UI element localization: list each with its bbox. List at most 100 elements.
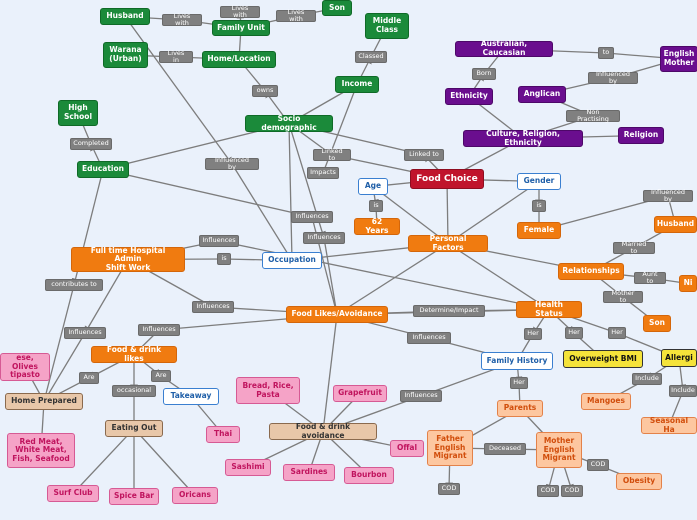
node-ethnicity[interactable]: Ethnicity — [445, 88, 493, 105]
node-red-meat[interactable]: Red Meat, White Meat, Fish, Seafood — [7, 433, 75, 468]
node-bread[interactable]: Bread, Rice, Pasta — [236, 377, 300, 404]
link-label-influences-2: Influences — [303, 232, 345, 244]
link-label-classed: Classed — [355, 51, 387, 63]
node-bourbon[interactable]: Bourbon — [344, 467, 394, 484]
node-obesity[interactable]: Obesity — [616, 473, 662, 490]
link-label-contributes-to: contributes to — [45, 279, 103, 291]
node-eating-out[interactable]: Eating Out — [105, 420, 163, 437]
node-health-status[interactable]: Health Status — [516, 300, 582, 318]
node-education[interactable]: Education — [77, 161, 129, 178]
node-father[interactable]: Father English Migrant — [427, 430, 473, 466]
connector-personal-factors-to-food-likes — [335, 242, 449, 316]
node-allergies[interactable]: Allergi — [661, 349, 697, 367]
node-thai[interactable]: Thai — [206, 426, 240, 443]
node-son-top[interactable]: Son — [322, 0, 352, 16]
node-high-school[interactable]: High School — [58, 100, 98, 126]
node-food-drink-likes[interactable]: Food & drink likes — [91, 345, 177, 363]
node-home-prepared[interactable]: Home Prepared — [5, 393, 83, 410]
link-label-include-2: Include — [669, 385, 697, 397]
node-sashimi[interactable]: Sashimi — [225, 459, 271, 476]
node-years-62[interactable]: 62 Years — [354, 217, 400, 235]
node-occupation[interactable]: Occupation — [262, 252, 322, 269]
node-gender[interactable]: Gender — [517, 173, 561, 190]
node-husband-tl[interactable]: Husband — [100, 8, 150, 25]
link-label-influences-8: Influences — [400, 390, 442, 402]
node-seasonal[interactable]: Seasonal Ha — [641, 416, 697, 434]
link-label-cod-1: COD — [587, 459, 609, 471]
link-label-lives-with-2: Lives with — [220, 4, 260, 19]
link-label-linked-to-1: Linked to — [313, 147, 351, 162]
node-oricans[interactable]: Oricans — [172, 487, 218, 504]
node-income[interactable]: Income — [335, 76, 379, 93]
node-overweight[interactable]: Overweight BMI — [563, 350, 643, 368]
node-english-mother[interactable]: English Mother — [660, 46, 697, 72]
node-middle-class[interactable]: Middle Class — [365, 13, 409, 39]
connector-personal-factors-to-age — [371, 185, 449, 245]
link-label-completed: Completed — [70, 138, 112, 150]
connector-eating-out-to-surf-club — [72, 428, 135, 495]
link-label-is-1: is — [369, 200, 383, 212]
node-parents[interactable]: Parents — [497, 400, 543, 417]
node-offal[interactable]: Offal — [390, 440, 424, 457]
connector-influences-2-to-food-likes — [323, 237, 340, 316]
connector-eating-out-to-oricans — [133, 428, 196, 497]
link-label-her-1: Her — [524, 328, 542, 340]
link-label-is-3: is — [217, 253, 231, 265]
link-label-impacts: Impacts — [307, 167, 339, 179]
node-family-history[interactable]: Family History — [481, 352, 553, 370]
node-age[interactable]: Age — [358, 178, 388, 195]
link-label-lives-in: Lives in — [159, 49, 193, 64]
node-food-choice[interactable]: Food Choice — [410, 169, 484, 189]
node-home-location[interactable]: Home/Location — [202, 51, 276, 68]
node-niece[interactable]: Ni — [679, 275, 697, 292]
node-food-avoidance[interactable]: Food & drink avoidance — [269, 422, 377, 440]
node-socio-demographic[interactable]: Socio demographic — [245, 114, 333, 132]
link-label-are-1: Are — [79, 372, 99, 384]
link-label-occasional: occasional — [112, 385, 156, 397]
link-label-influences-6: Influences — [138, 324, 180, 336]
node-son-r[interactable]: Son — [643, 315, 671, 332]
node-cheese[interactable]: ese, Olives tipasto — [0, 353, 50, 381]
node-culture[interactable]: Culture, Religion, Ethnicity — [463, 129, 583, 147]
connector-personal-factors-to-gender — [447, 180, 541, 245]
node-family-unit[interactable]: Family Unit — [212, 20, 270, 36]
node-ft-hospital[interactable]: Full time Hospital Admin Shift Work — [71, 246, 185, 272]
connector-influenced-by-1-to-occupation — [231, 163, 293, 262]
connector-husband-tl-to-influenced-by-1 — [124, 16, 233, 166]
node-surf-club[interactable]: Surf Club — [47, 485, 99, 502]
node-mother[interactable]: Mother English Migrant — [536, 432, 582, 468]
link-label-is-2: is — [532, 200, 546, 212]
node-grapefruit[interactable]: Grapefruit — [333, 385, 387, 402]
node-relationships[interactable]: Relationships — [558, 263, 624, 280]
node-sardines[interactable]: Sardines — [283, 464, 335, 481]
link-label-influenced-by-1: Influenced by — [205, 156, 259, 171]
node-food-likes[interactable]: Food Likes/Avoidance — [286, 306, 388, 323]
link-label-owns: owns — [252, 85, 278, 97]
link-label-influenced-by-3: Influenced by — [643, 188, 693, 203]
link-label-lives-with-3: Lives with — [276, 8, 316, 23]
connector-contributes-to-to-home-prepared — [41, 284, 75, 403]
link-label-mother-to: Mother to — [603, 289, 643, 304]
node-personal-factors[interactable]: Personal Factors — [408, 234, 488, 252]
node-anglican[interactable]: Anglican — [518, 86, 566, 103]
connector-food-likes-to-food-avoidance — [319, 314, 338, 433]
link-label-influences-1: Influences — [291, 211, 333, 223]
link-label-cod-4: COD — [561, 485, 583, 497]
node-mangoes[interactable]: Mangoes — [581, 393, 631, 410]
connector-influences-5-to-home-prepared — [43, 332, 86, 403]
node-female[interactable]: Female — [517, 222, 561, 239]
node-spice-bar[interactable]: Spice Bar — [109, 488, 159, 505]
link-label-aunt-to: Aunt to — [634, 270, 666, 285]
link-label-determine: Determine/Impact — [413, 305, 485, 317]
node-takeaway[interactable]: Takeaway — [163, 388, 219, 405]
node-warana[interactable]: Warana (Urban) — [103, 42, 148, 68]
link-label-to: to — [598, 47, 614, 59]
node-husband-r[interactable]: Husband — [654, 216, 697, 233]
link-label-born: Born — [472, 68, 496, 80]
link-label-lives-with-1: Lives with — [162, 12, 202, 27]
node-australian[interactable]: Australian, Caucasian — [455, 40, 553, 57]
node-religion[interactable]: Religion — [618, 127, 664, 144]
link-label-deceased: Deceased — [484, 443, 526, 455]
link-label-her-3: Her — [608, 327, 626, 339]
link-label-cod-2: COD — [438, 483, 460, 495]
